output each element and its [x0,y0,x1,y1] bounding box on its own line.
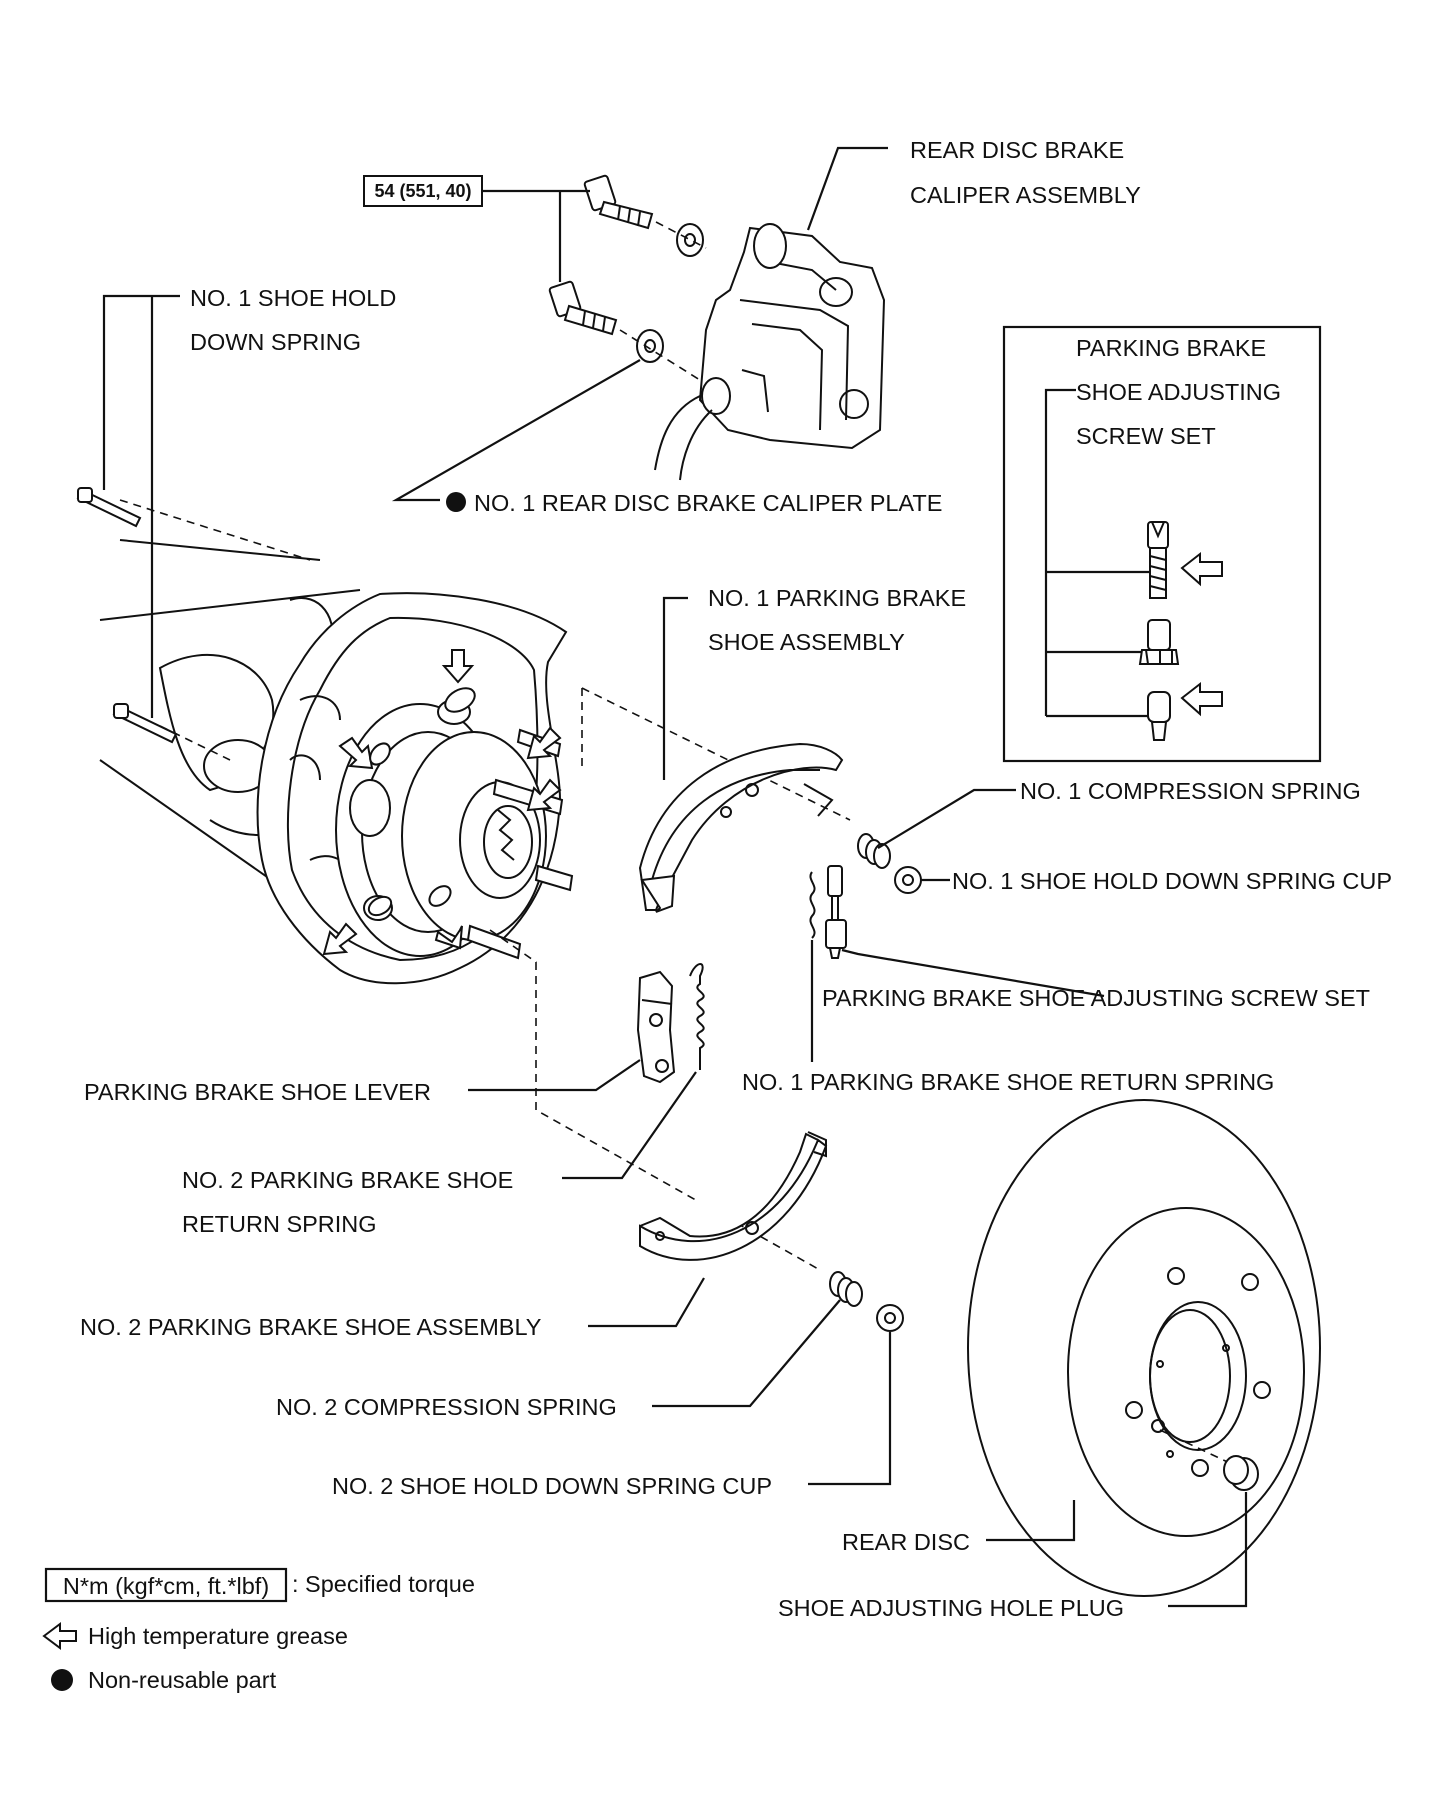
caliper-bolts [548,174,707,381]
shoe2-part [639,1131,828,1261]
caliper-leader [806,146,888,231]
nonreusable-dot [446,492,466,512]
inset-bracket [1044,388,1150,718]
shoe2-leader [588,1277,705,1328]
caliper-plate-label: NO. 1 REAR DISC BRAKE CALIPER PLATE [474,490,942,516]
compression1-label: NO. 1 COMPRESSION SPRING [1020,778,1361,804]
cup2-label: NO. 2 SHOE HOLD DOWN SPRING CUP [332,1473,772,1499]
rear-disc-label: REAR DISC [842,1529,970,1555]
hold-down-pins [76,487,178,744]
shoe-lever-leader [468,1059,641,1092]
return-spring-1-part [809,871,816,939]
legend-torque-text: : Specified torque [292,1571,475,1597]
caliper-label-line2: CALIPER ASSEMBLY [910,182,1141,208]
cup2-leader [808,1332,892,1486]
inset-title-line2: SHOE ADJUSTING [1076,379,1281,405]
legend-grease-text: High temperature grease [88,1623,348,1649]
return-spring-2-part [689,963,705,1070]
legend-nonreusable-text: Non-reusable part [88,1667,277,1693]
torque-value: 54 (551, 40) [374,181,471,201]
grease-arrows-inset [1180,551,1223,717]
inset-socket [1147,691,1171,741]
inset-title-line1: PARKING BRAKE [1076,335,1266,361]
filled-circle-icon [51,1669,73,1691]
compression2-leader [652,1299,841,1408]
axle-housing [99,539,361,901]
hold-down-leader [102,294,180,718]
shoe-lever-part [636,970,676,1084]
caliper-plate-leader [391,359,641,502]
inset-nut [1138,619,1180,665]
torque-leader [482,189,590,282]
cup1-label: NO. 1 SHOE HOLD DOWN SPRING CUP [952,868,1392,894]
return-spring2-label-line2: RETURN SPRING [182,1211,377,1237]
adjusting-label: PARKING BRAKE SHOE ADJUSTING SCREW SET [822,985,1370,1011]
legend-torque-box [44,1567,288,1603]
hole-plug-label: SHOE ADJUSTING HOLE PLUG [778,1595,1124,1621]
compression-spring-2 [829,1271,863,1307]
shoe1-part [638,742,844,913]
shoe1-leader [662,596,688,780]
hold-down-label-line2: DOWN SPRING [190,329,361,355]
caliper-label-line1: REAR DISC BRAKE [910,137,1124,163]
compression1-leader [877,788,1016,849]
shoe-lever-label: PARKING BRAKE SHOE LEVER [84,1079,431,1105]
spring-cup-2 [876,1304,904,1332]
return-spring1-label: NO. 1 PARKING BRAKE SHOE RETURN SPRING [742,1069,1274,1095]
adjusting-leader [841,948,1105,998]
torque-box [363,175,483,207]
caliper-assembly [654,223,886,481]
return-spring2-leader [562,1071,697,1180]
grease-arrows-hub [322,649,562,956]
shoe2-label: NO. 2 PARKING BRAKE SHOE ASSEMBLY [80,1314,542,1340]
legend-torque-box-text: N*m (kgf*cm, ft.*lbf) [63,1573,269,1599]
hold-down-label-line1: NO. 1 SHOE HOLD [190,285,396,311]
hole-plug-part [1223,1455,1259,1491]
compression-spring-1 [857,833,891,869]
compression2-label: NO. 2 COMPRESSION SPRING [276,1394,617,1420]
rear-disc-part [967,1099,1321,1597]
inset-screw [1147,521,1169,599]
shoe1-label-line1: NO. 1 PARKING BRAKE [708,585,966,611]
adjusting-screw-set [825,865,847,959]
spring-cup-1 [894,866,922,894]
inset-title-line3: SCREW SET [1076,423,1216,449]
hole-plug-leader [1168,1492,1248,1608]
outline-arrow-icon [42,1622,77,1650]
shoe1-label-line2: SHOE ASSEMBLY [708,629,905,655]
rear-disc-leader [986,1500,1076,1542]
inset-box [1002,325,1322,763]
return-spring2-label-line1: NO. 2 PARKING BRAKE SHOE [182,1167,513,1193]
